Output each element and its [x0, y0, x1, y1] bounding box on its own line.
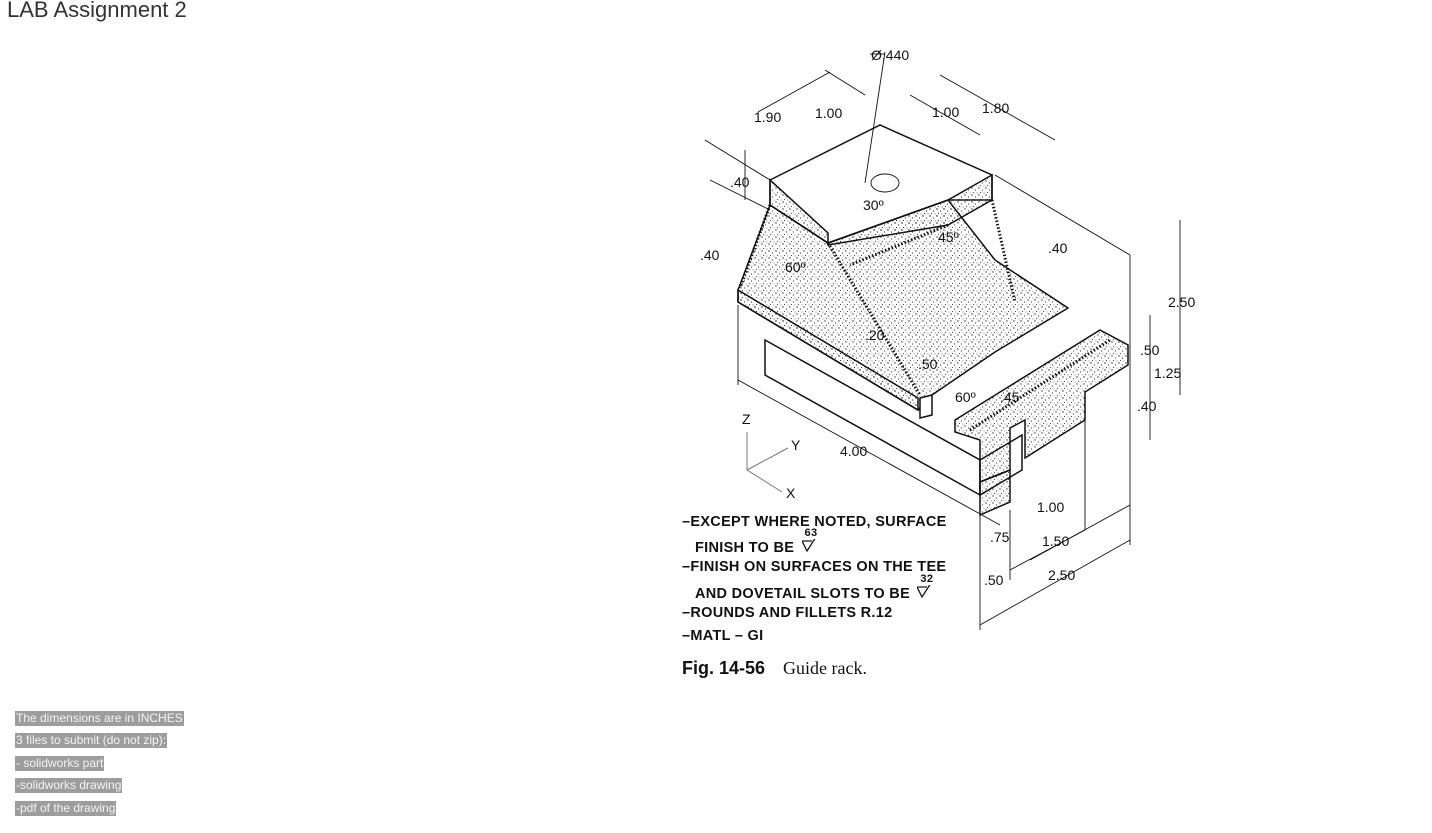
axis-y-label: Y	[791, 437, 801, 453]
raised-pad	[737, 124, 1070, 419]
figure-number: Fig. 14-56	[682, 658, 766, 678]
note-line-2: FINISH TO BE 63	[695, 527, 821, 556]
finish-value-32: 32	[920, 573, 934, 585]
dim-1-00-top-left: 1.00	[815, 105, 842, 121]
axis-z-label: Z	[742, 411, 751, 427]
note-line-5: –ROUNDS AND FILLETS R.12	[682, 605, 893, 621]
dim-0-50-bottom: .50	[984, 572, 1004, 588]
instruction-line: -solidworks drawing	[15, 778, 123, 793]
dim-1-80: 1.80	[982, 100, 1009, 116]
note-line-6: –MATL – GI	[682, 628, 764, 644]
dim-0-45-slot: .45	[1000, 389, 1020, 405]
dim-45-deg: 45º	[938, 229, 959, 245]
instruction-line: 3 files to submit (do not zip):	[15, 733, 168, 748]
dim-0-50-right: .50	[1140, 342, 1160, 358]
dim-60-deg-left: 60º	[785, 259, 806, 275]
weld-beads	[738, 199, 1111, 432]
axis-triad	[746, 432, 789, 493]
dimension-lines	[704, 51, 1181, 630]
dim-1-00-top-right: 1.00	[932, 104, 959, 120]
dim-0-50-slot: .50	[918, 356, 938, 372]
axis-x-label: X	[786, 485, 796, 501]
dim-30-deg: 30º	[863, 197, 884, 213]
instruction-line: - solidworks part	[15, 756, 105, 771]
note-line-2-text: FINISH TO BE	[695, 540, 795, 556]
note-line-4: AND DOVETAIL SLOTS TO BE 32	[695, 573, 936, 602]
dim-60-deg-slot: 60º	[955, 389, 976, 405]
finish-symbol-icon: 63	[799, 527, 821, 554]
note-line-3: –FINISH ON SURFACES ON THE TEE	[682, 559, 947, 575]
dim-2-50-height: 2.50	[1168, 294, 1195, 310]
dim-1-00-bottom: 1.00	[1037, 499, 1064, 515]
dim-1-90: 1.90	[754, 109, 781, 125]
instruction-line: The dimensions are in INCHES	[15, 711, 184, 726]
note-line-1: –EXCEPT WHERE NOTED, SURFACE	[682, 514, 947, 530]
dim-0-40-right: .40	[1048, 240, 1068, 256]
note-line-4-text: AND DOVETAIL SLOTS TO BE	[695, 586, 911, 602]
dim-0-75: .75	[990, 529, 1010, 545]
dim-1-50: 1.50	[1042, 533, 1069, 549]
dim-2-50-bottom: 2.50	[1048, 567, 1075, 583]
dim-0-40-left: .40	[700, 247, 720, 263]
dim-1-25: 1.25	[1154, 365, 1181, 381]
dim-4-00: 4.00	[840, 443, 867, 459]
instruction-line: -pdf of the drawing	[15, 801, 117, 816]
guide-rack-figure: Z Y X Ø.440 1.90 1.00 1.00 1.80 .40 .40 …	[670, 40, 1230, 690]
figure-caption-text: Guide rack.	[783, 658, 867, 678]
dim-0-40-top: .40	[730, 174, 750, 190]
dim-diameter: Ø.440	[871, 47, 909, 63]
isometric-drawing: Z Y X Ø.440 1.90 1.00 1.00 1.80 .40 .40 …	[700, 47, 1195, 630]
dim-0-40-lower-right: .40	[1137, 398, 1157, 414]
finish-value-63: 63	[804, 527, 818, 539]
figure-caption: Fig. 14-56 Guide rack.	[682, 658, 867, 679]
finish-symbol-icon: 32	[914, 573, 936, 600]
dim-0-20: .20	[865, 327, 885, 343]
page-title: LAB Assignment 2	[7, 0, 187, 22]
